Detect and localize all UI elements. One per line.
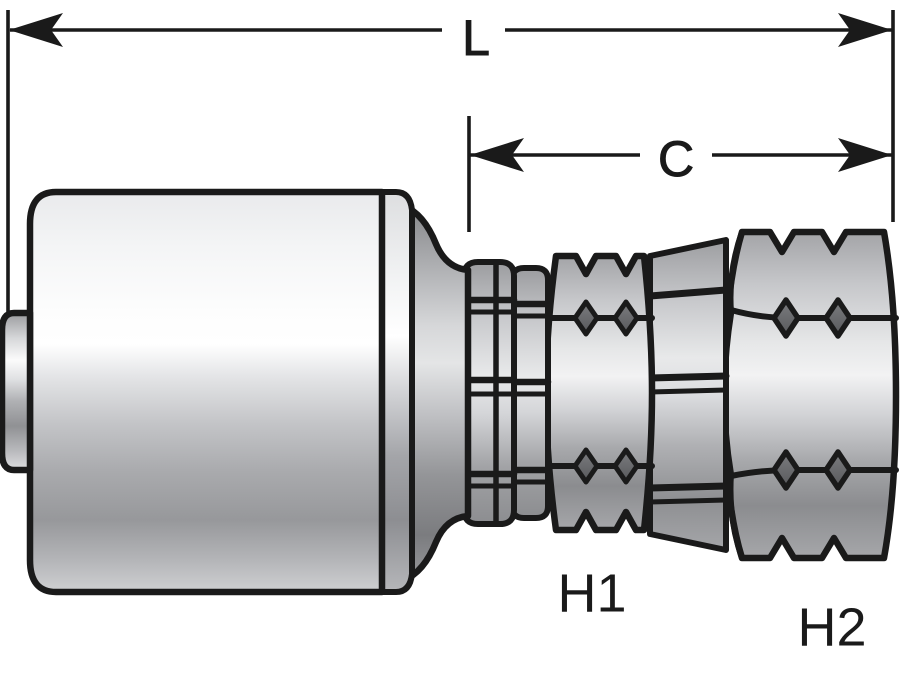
- cylindrical-spacer-band-mid2: [647, 387, 729, 395]
- hex-nut-h1-body: [542, 252, 656, 534]
- hex-nut-h2-diamond-upper-right: [823, 297, 853, 339]
- cylindrical-spacer-band-lower2: [647, 497, 729, 505]
- collar-ring-a: [460, 259, 518, 527]
- hex-nut-h2-left-flare-upper: [727, 229, 745, 315]
- dimension-label-C: C: [658, 131, 694, 187]
- collar-ring-b: [508, 265, 552, 521]
- hex-label-h2: H2: [797, 597, 866, 657]
- tapered-shoulder: [400, 202, 472, 584]
- hose-stem-stub: [0, 309, 34, 474]
- cylindrical-spacer-band-upper: [646, 286, 730, 300]
- cylindrical-spacer-band-mid: [646, 372, 730, 382]
- hex-nut-h2-left-flare-lower: [727, 471, 745, 561]
- hex-nut-h2-body: [720, 228, 900, 562]
- hex-callout-layer: H1 H2: [557, 563, 866, 657]
- crimp-ferrule-body: [26, 188, 386, 596]
- dimension-line-L: L: [9, 10, 892, 67]
- hex-nut-h1-diamond-lower-left: [572, 447, 600, 485]
- cylindrical-spacer-band-lower: [646, 482, 730, 492]
- hex-nut-h1-diamond-upper-right: [612, 299, 640, 337]
- hex-nut-h2: [720, 228, 900, 562]
- hex-nut-h2-diamond-lower-right: [823, 449, 853, 491]
- hex-nut-h1: [542, 252, 656, 534]
- hex-nut-h2-diamond-upper-left: [771, 297, 801, 339]
- hex-nut-h2-diamond-lower-left: [771, 449, 801, 491]
- arrowhead-C-left: [470, 138, 524, 172]
- hex-label-h1: H1: [557, 563, 626, 623]
- hex-nut-h1-diamond-upper-left: [572, 299, 600, 337]
- arrowhead-L-right: [838, 13, 892, 47]
- arrowhead-L-left: [9, 13, 63, 47]
- cylindrical-spacer: [646, 237, 730, 553]
- arrowhead-C-right: [838, 138, 892, 172]
- hex-nut-h1-diamond-lower-right: [612, 447, 640, 485]
- dimension-line-C: C: [470, 131, 892, 188]
- dimension-layer: L C: [6, 10, 895, 312]
- ferrule-right-sliver: [377, 189, 415, 595]
- tapered-shoulder-body: [400, 202, 472, 584]
- dimension-label-L: L: [462, 10, 490, 66]
- fitting-assembly: [0, 188, 900, 596]
